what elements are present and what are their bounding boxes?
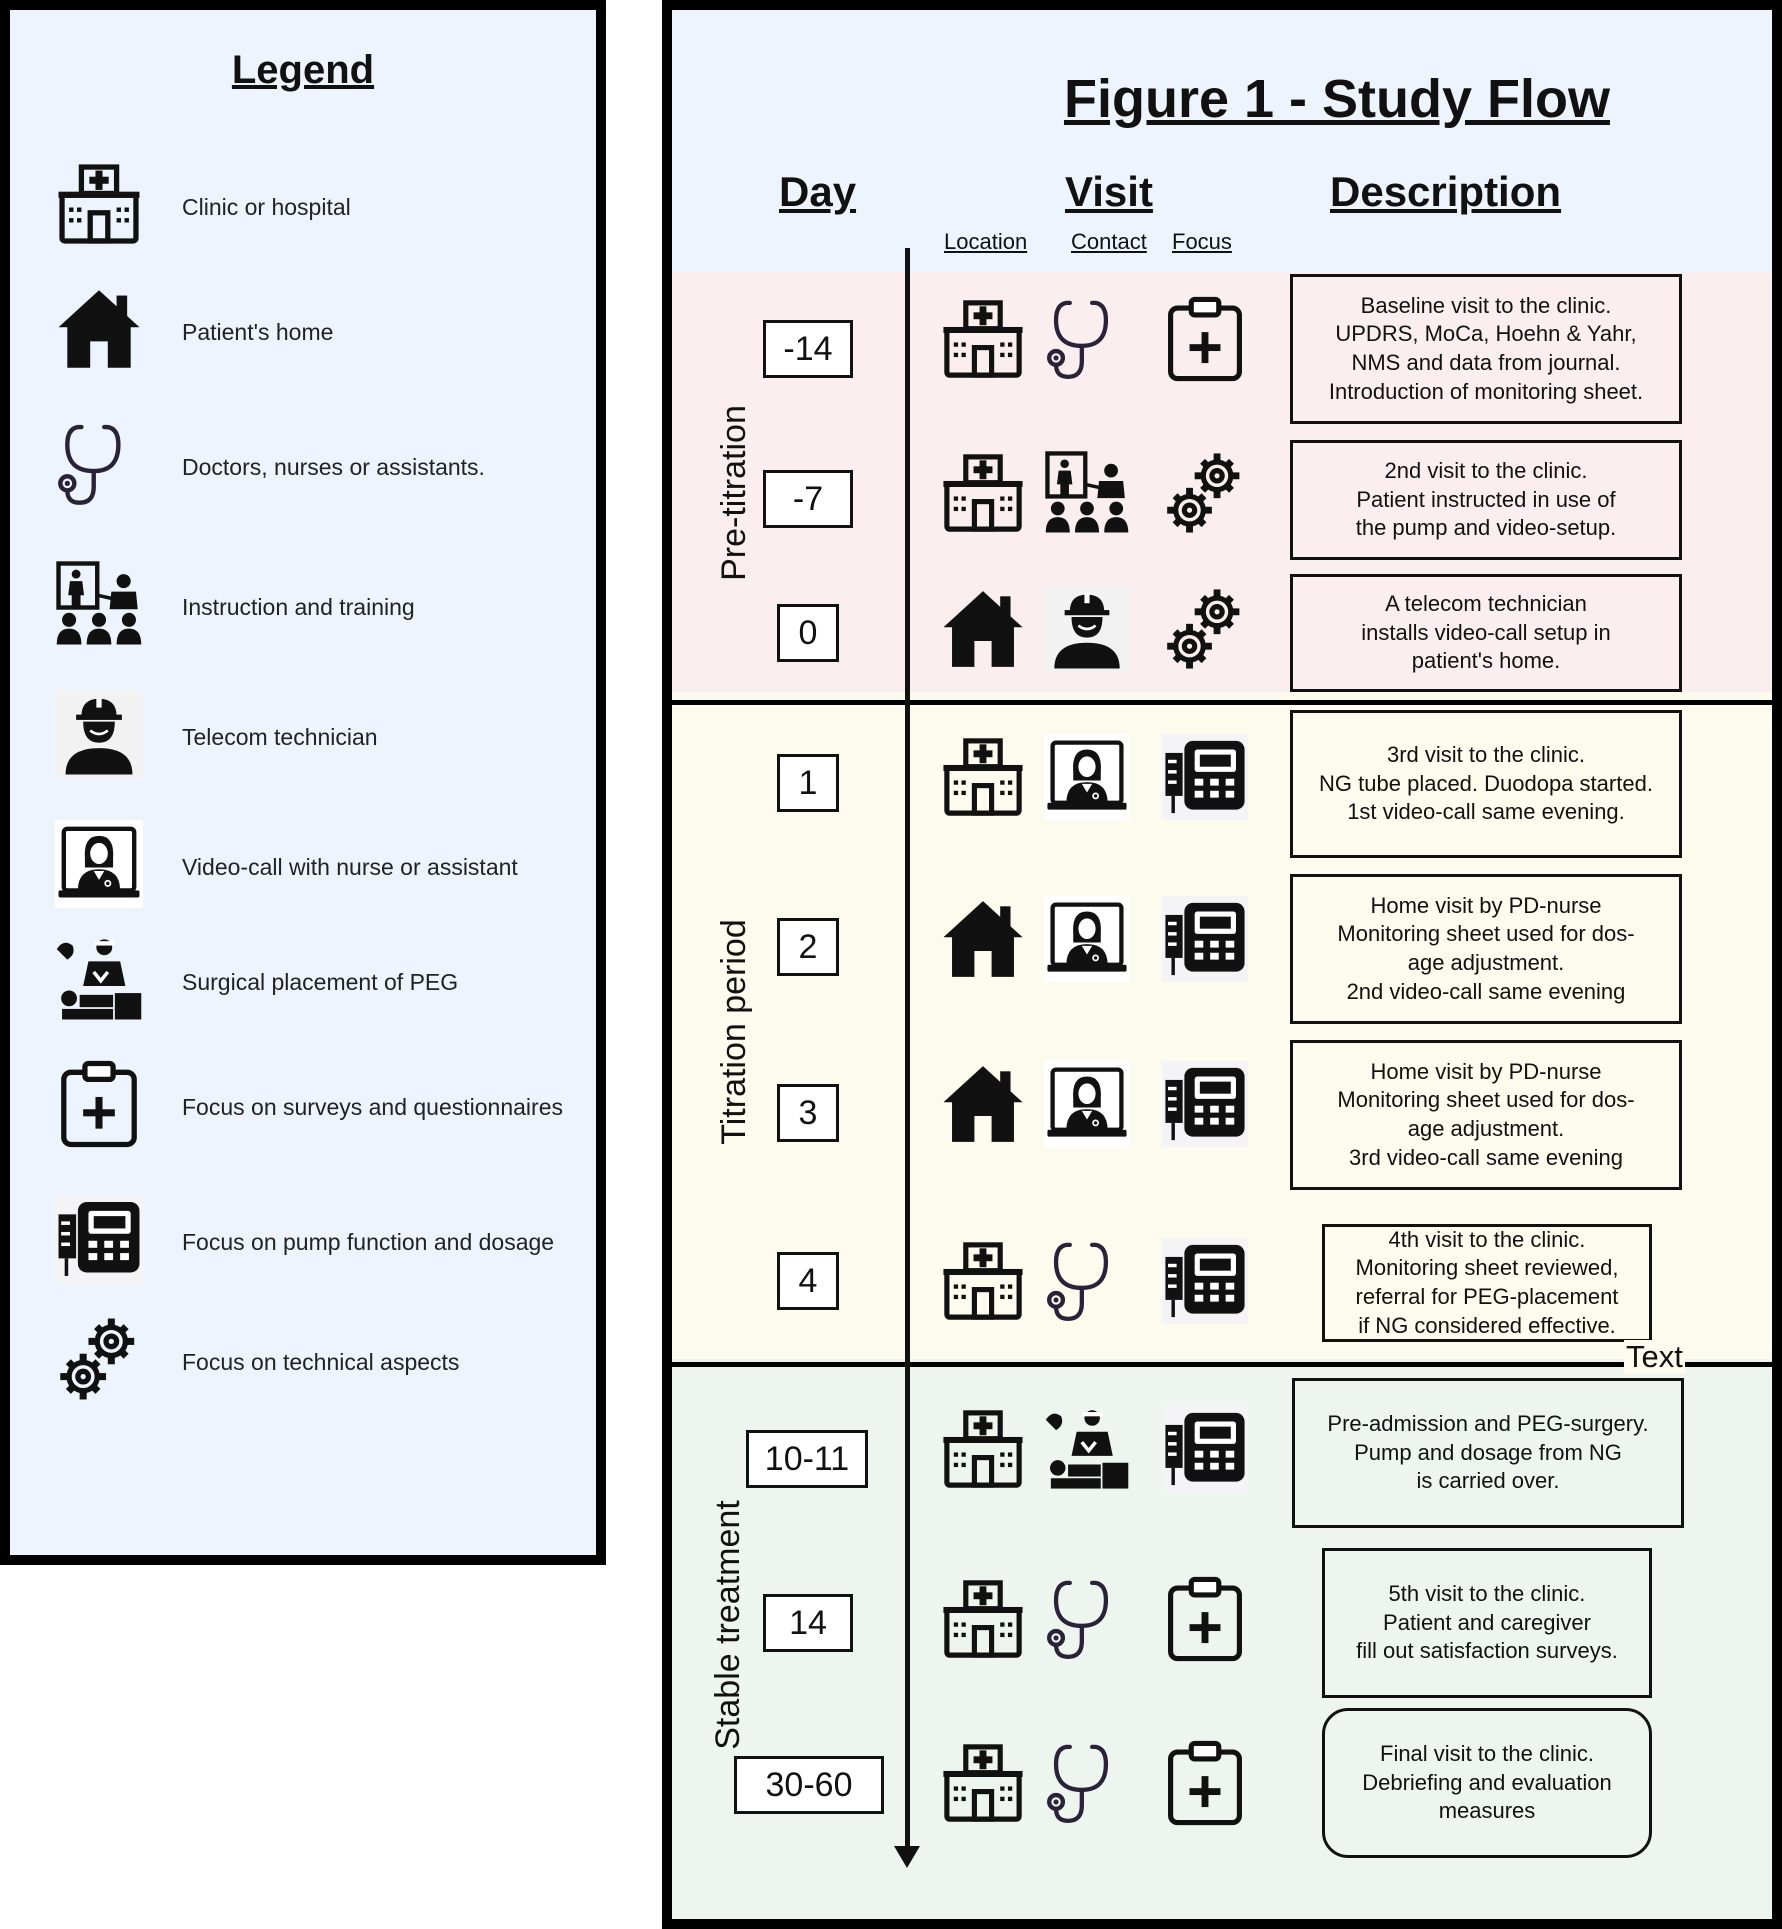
house-icon	[940, 896, 1026, 982]
stethoscope-icon	[1044, 296, 1130, 382]
legend-item-label: Focus on technical aspects	[182, 1349, 460, 1375]
pump-icon	[1162, 1238, 1248, 1324]
legend-item: Focus on surveys and questionnaires	[40, 1060, 596, 1160]
legend-item-label: Patient's home	[182, 319, 334, 345]
description-box: Final visit to the clinic. Debriefing an…	[1322, 1708, 1652, 1858]
description-box: Pre-admission and PEG-surgery. Pump and …	[1292, 1378, 1684, 1528]
gears-icon	[55, 1315, 143, 1403]
hospital-icon	[55, 160, 143, 248]
description-box: 4th visit to the clinic. Monitoring shee…	[1322, 1224, 1652, 1342]
video-call-icon	[55, 820, 143, 908]
legend-item: Focus on pump function and dosage	[40, 1195, 596, 1295]
legend-item: Patient's home	[40, 285, 596, 385]
hospital-icon	[940, 1238, 1026, 1324]
legend-item: Doctors, nurses or assistants.	[40, 420, 596, 520]
clipboard-icon	[55, 1060, 143, 1148]
hospital-icon	[940, 1740, 1026, 1826]
video-call-icon	[1044, 1061, 1130, 1147]
figure-title: Figure 1 - Study Flow	[1063, 69, 1610, 129]
description-box: Home visit by PD-nurse Monitoring sheet …	[1290, 874, 1682, 1024]
legend-item-label: Video-call with nurse or assistant	[182, 854, 518, 880]
training-icon	[55, 560, 143, 648]
contact-subheader: Contact	[1071, 229, 1147, 254]
description-box: A telecom technician installs video-call…	[1290, 574, 1682, 692]
surgery-icon	[1044, 1406, 1130, 1492]
house-icon	[940, 586, 1026, 672]
stethoscope-icon	[1044, 1740, 1130, 1826]
house-icon	[940, 1061, 1026, 1147]
description-box: Baseline visit to the clinic. UPDRS, MoC…	[1290, 274, 1682, 424]
hospital-icon	[940, 450, 1026, 536]
training-icon	[1044, 450, 1130, 536]
gears-icon	[1162, 586, 1248, 672]
day-box: -14	[763, 320, 853, 378]
phase-divider	[672, 1362, 1772, 1367]
legend-item-label: Focus on pump function and dosage	[182, 1229, 555, 1255]
legend-item: Focus on technical aspects	[40, 1315, 596, 1415]
gears-icon	[1162, 450, 1248, 536]
pump-icon	[1162, 896, 1248, 982]
stethoscope-icon	[1044, 1238, 1130, 1324]
hospital-icon	[940, 1406, 1026, 1492]
description-box: 2nd visit to the clinic. Patient instruc…	[1290, 440, 1682, 560]
pump-icon	[55, 1195, 143, 1283]
phase-label-pre-titration: Pre-titration	[715, 405, 753, 581]
day-box: 14	[763, 1594, 853, 1652]
visit-column-header: Visit	[1065, 168, 1153, 215]
legend-item: Instruction and training	[40, 560, 596, 660]
description-box: 5th visit to the clinic. Patient and car…	[1322, 1548, 1652, 1698]
day-box: 3	[777, 1084, 839, 1142]
legend-item-label: Clinic or hospital	[182, 194, 351, 220]
description-box: 3rd visit to the clinic. NG tube placed.…	[1290, 710, 1682, 858]
legend-item: Video-call with nurse or assistant	[40, 820, 596, 920]
phase-label-titration: Titration period	[715, 919, 753, 1145]
stethoscope-icon	[55, 420, 143, 508]
description-column-header: Description	[1330, 168, 1562, 215]
legend-item: Telecom technician	[40, 690, 596, 790]
timeline-arrowhead	[894, 1846, 920, 1868]
video-call-icon	[1044, 896, 1130, 982]
pump-icon	[1162, 1061, 1248, 1147]
clipboard-icon	[1162, 1576, 1248, 1662]
description-box: Home visit by PD-nurse Monitoring sheet …	[1290, 1040, 1682, 1190]
legend-item-label: Telecom technician	[182, 724, 378, 750]
location-subheader: Location	[944, 229, 1028, 254]
phase-divider	[672, 700, 1772, 705]
pump-icon	[1162, 734, 1248, 820]
technician-icon	[1044, 586, 1130, 672]
house-icon	[55, 285, 143, 373]
day-box: 2	[777, 918, 839, 976]
day-box: 4	[777, 1252, 839, 1310]
clipboard-icon	[1162, 296, 1248, 382]
video-call-icon	[1044, 734, 1130, 820]
day-box: 0	[777, 604, 839, 662]
day-box: 30-60	[734, 1756, 884, 1814]
stethoscope-icon	[1044, 1576, 1130, 1662]
hospital-icon	[940, 734, 1026, 820]
pump-icon	[1162, 1406, 1248, 1492]
clipboard-icon	[1162, 1740, 1248, 1826]
day-box: 10-11	[746, 1430, 868, 1488]
legend-title: Legend	[231, 48, 375, 92]
day-box: 1	[777, 754, 839, 812]
day-column-header: Day	[779, 168, 857, 215]
legend-item-label: Surgical placement of PEG	[182, 969, 459, 995]
legend-item: Surgical placement of PEG	[40, 935, 596, 1035]
legend-item: Clinic or hospital	[40, 160, 596, 260]
legend-item-label: Doctors, nurses or assistants.	[182, 454, 485, 480]
study-flow-panel: Figure 1 - Study Flow Day Visit Descript…	[662, 0, 1782, 1929]
hospital-icon	[940, 296, 1026, 382]
technician-icon	[55, 690, 143, 778]
legend-item-label: Focus on surveys and questionnaires	[182, 1094, 563, 1120]
day-box: -7	[763, 470, 853, 528]
focus-subheader: Focus	[1172, 229, 1232, 254]
legend-item-label: Instruction and training	[182, 594, 415, 620]
hospital-icon	[940, 1576, 1026, 1662]
timeline-axis	[905, 248, 910, 1848]
surgery-icon	[55, 935, 143, 1023]
stray-text-label: Text	[1624, 1339, 1685, 1374]
